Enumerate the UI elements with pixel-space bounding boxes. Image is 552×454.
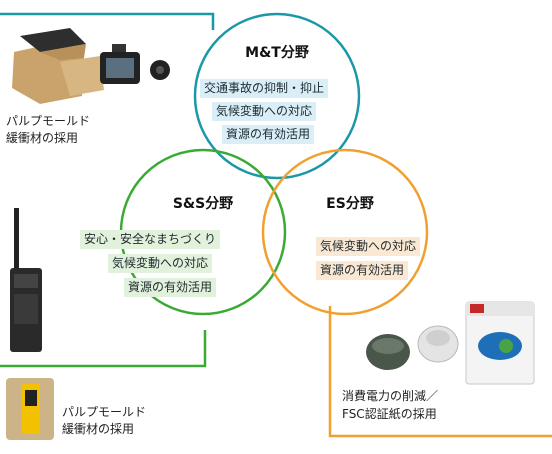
earbuds-box-icon [465,301,535,385]
es-tag-1: 気候変動への対応 [316,237,421,256]
mt-tag-2: 気候変動への対応 [212,102,317,121]
ss-connector-line [0,330,207,368]
es-title: ES分野 [326,196,374,212]
mt-title: M&T分野 [245,45,309,61]
callout-top-left-line2: 緩衝材の採用 [6,131,79,145]
callout-top-left-line1: パルプモールド [6,114,91,128]
es-tag-2: 資源の有効活用 [316,261,409,280]
ss-tag-2: 気候変動への対応 [108,254,213,273]
earbuds-case-icon [366,334,410,370]
radio-in-pulp-tray-icon [6,378,54,440]
callout-bottom-left-line1: パルプモールド [62,405,147,419]
callout-bottom-left-line2: 緩衝材の採用 [62,422,135,436]
ss-title: S&S分野 [172,196,234,212]
es-connector-line [328,306,552,438]
earbuds-open-icon [417,325,459,363]
es-circle [261,148,429,316]
mt-connector-line [0,12,215,30]
pulp-packaging-icon [12,28,104,104]
callout-bottom-right-line1: 消費電力の削減／ [342,389,439,403]
mt-tag-3: 資源の有効活用 [222,125,315,144]
radio-transceiver-icon [10,208,42,352]
ss-tag-3: 資源の有効活用 [124,278,217,297]
dashcam-icon [100,44,170,84]
callout-bottom-right-line2: FSC認証紙の採用 [342,407,437,421]
mt-circle [193,12,361,180]
mt-tag-1: 交通事故の抑制・抑止 [200,79,329,98]
ss-tag-1: 安心・安全なまちづくり [80,230,221,249]
